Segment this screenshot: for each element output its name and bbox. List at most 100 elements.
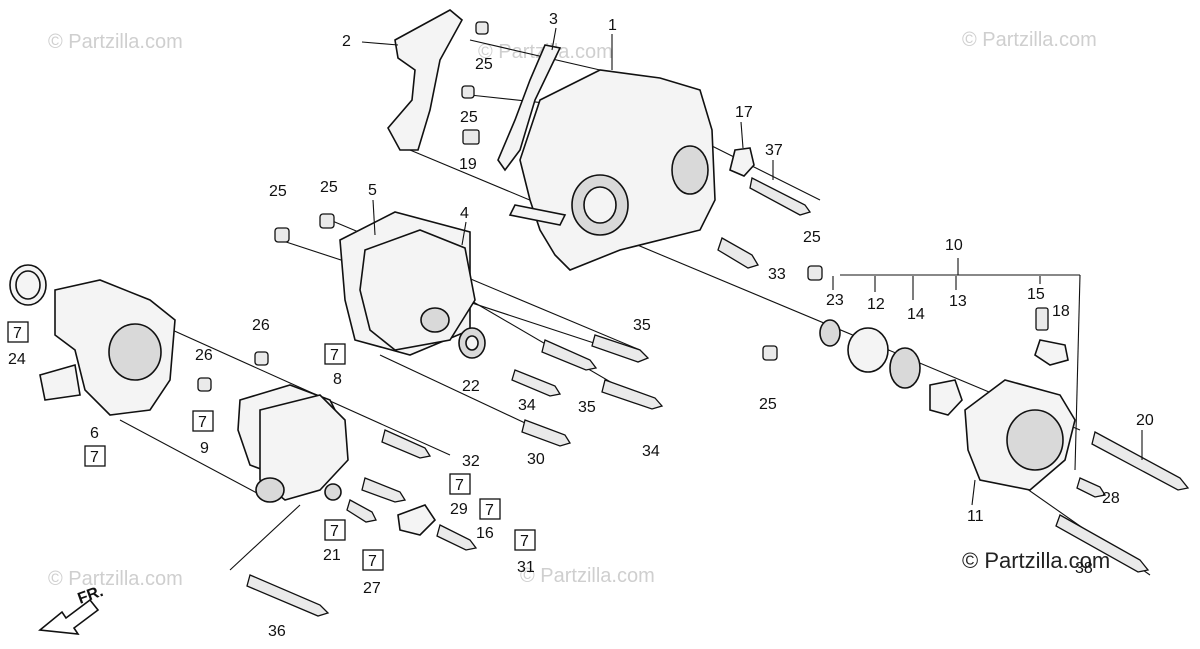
callout-1: 1 (608, 17, 617, 34)
boxed-7-near-8 (324, 343, 346, 365)
boxed-label-3: 7 (198, 414, 207, 431)
callout-28: 28 (1102, 490, 1120, 507)
dowel-25-top (475, 21, 489, 35)
boxed-label-4: 7 (330, 347, 339, 364)
callout-12: 12 (867, 296, 885, 313)
bolt-15 (1035, 307, 1049, 331)
callout-5: 5 (368, 182, 377, 199)
seal-23 (819, 319, 841, 347)
boxed-7-near-6 (84, 445, 106, 467)
bolt-29 (361, 477, 407, 503)
bolt-31 (436, 524, 478, 551)
boxed-7-near-27 (362, 549, 384, 571)
watermark-bottom-center: © Partzilla.com (520, 565, 655, 587)
boxed-label-9: 7 (520, 533, 529, 550)
boxed-7-near-9 (192, 410, 214, 432)
inlet-bore (108, 323, 162, 381)
callout-9: 9 (200, 440, 209, 457)
bracket-16 (397, 504, 437, 536)
boxed-label-5: 7 (330, 523, 339, 540)
callout-26-a: 26 (252, 317, 270, 334)
dowel-25-mid (461, 85, 475, 99)
bolt-35-upper (591, 334, 650, 363)
bolt-30 (521, 419, 572, 447)
callout-38: 38 (1075, 560, 1093, 577)
watermark-bottom-right: © Partzilla.com (962, 548, 1110, 573)
callout-13: 13 (949, 293, 967, 310)
callout-25-a: 25 (475, 56, 493, 73)
callout-2: 2 (342, 33, 351, 50)
boxed-7-near-31 (514, 529, 536, 551)
callout-27: 27 (363, 580, 381, 597)
bolt-35-lower (541, 339, 598, 371)
bolt-34-left (511, 369, 562, 397)
callout-6: 6 (90, 425, 99, 442)
impeller-12 (847, 327, 889, 373)
bolt-33 (717, 237, 759, 269)
bolt-37 (749, 177, 812, 216)
washer-21 (324, 483, 342, 501)
main-housing-1 (519, 69, 716, 271)
boxed-7-near-21 (324, 519, 346, 541)
seal-14 (889, 347, 921, 389)
bolt-19 (462, 129, 480, 145)
callouts: 1 2 3 4 5 6 8 9 10 11 12 13 14 15 16 17 … (8, 11, 1154, 640)
watermark-bottom-left: © Partzilla.com (48, 568, 183, 590)
callout-32: 32 (462, 453, 480, 470)
callout-18: 18 (1052, 303, 1070, 320)
callout-22: 22 (462, 378, 480, 395)
cover-11-outlet (1006, 409, 1064, 471)
callout-34-a: 34 (518, 397, 536, 414)
leader-lines (361, 27, 1143, 506)
watermark-top-left: © Partzilla.com (48, 31, 183, 53)
dowel-25-right (807, 265, 823, 281)
pump-outlet (420, 307, 450, 333)
callout-11: 11 (967, 508, 984, 525)
housing-bore-inner (583, 186, 617, 224)
callout-33: 33 (768, 266, 786, 283)
boxed-label-2: 7 (90, 449, 99, 466)
callout-20: 20 (1136, 412, 1154, 429)
boxed-label-7: 7 (455, 477, 464, 494)
bolt-20 (1091, 431, 1190, 491)
bolt-28 (1076, 477, 1107, 498)
inlet-nipple (39, 363, 81, 401)
callout-25-d: 25 (320, 179, 338, 196)
bolt-32 (381, 429, 432, 459)
boxed-label-8: 7 (485, 502, 494, 519)
callout-35-a: 35 (633, 317, 651, 334)
boxed-callouts: 7 7 7 7 7 7 7 7 7 (7, 321, 536, 571)
callout-25-f: 25 (759, 396, 777, 413)
bearing-22-inner (465, 335, 479, 351)
callout-36: 36 (268, 623, 286, 640)
boxed-7-near-16 (479, 498, 501, 520)
callout-15: 15 (1027, 286, 1045, 303)
housing-port (671, 145, 709, 195)
callout-16: 16 (476, 525, 494, 542)
callout-4: 4 (460, 205, 469, 222)
dowel-25-lower (762, 345, 778, 361)
housing-shaft (508, 204, 567, 226)
callout-26-b: 26 (195, 347, 213, 364)
bolt-36 (246, 574, 330, 617)
cover-8-nipple (255, 477, 285, 503)
callout-29: 29 (450, 501, 468, 518)
thermostat-13 (929, 379, 963, 416)
dowel-26-upper (254, 351, 269, 366)
callout-37: 37 (765, 142, 783, 159)
bolt-38 (1055, 514, 1150, 573)
callout-30: 30 (527, 451, 545, 468)
dowel-26-lower (197, 377, 212, 392)
boxed-7-near-29 (449, 473, 471, 495)
dowel-25-left2 (319, 213, 335, 229)
callout-24: 24 (8, 351, 26, 368)
callout-25-e: 25 (803, 229, 821, 246)
clip-17 (729, 147, 755, 177)
callout-35-b: 35 (578, 399, 596, 416)
boxed-label-1: 7 (13, 325, 22, 342)
boxed-7-near-24 (7, 321, 29, 343)
callout-23: 23 (826, 292, 844, 309)
callout-25-c: 25 (269, 183, 287, 200)
